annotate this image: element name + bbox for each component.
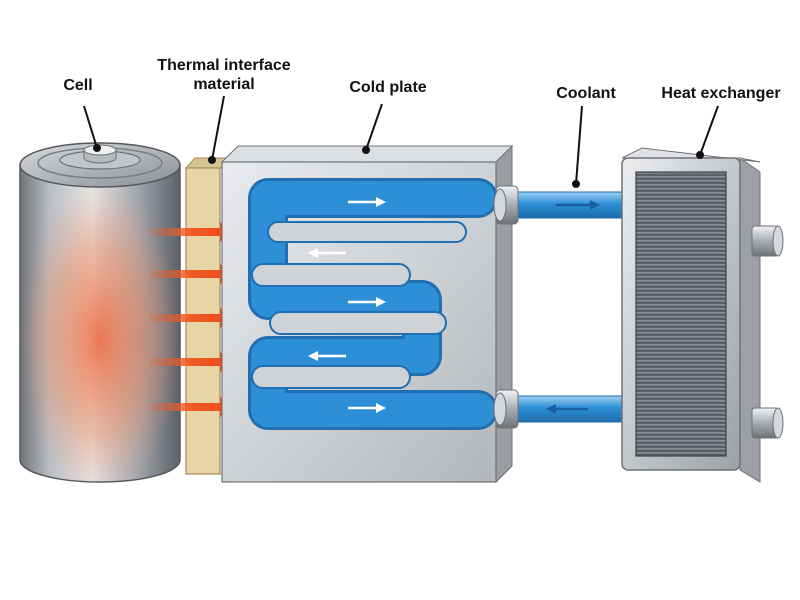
cold-plate-label: Cold plate <box>336 78 440 97</box>
cold-plate-label-text: Cold plate <box>349 79 427 96</box>
heat-exchanger-label-text: Heat exchanger <box>661 85 781 102</box>
tim-label: Thermal interface material <box>148 56 300 94</box>
cell-leader <box>83 105 98 149</box>
coolant-label: Coolant <box>546 84 626 103</box>
flow-arrow-icon <box>348 403 386 413</box>
flow-arrow-icon <box>348 197 386 207</box>
flow-arrow-icon <box>308 351 346 361</box>
cell-label-text: Cell <box>63 77 93 94</box>
leader-lines <box>83 95 719 188</box>
cold-plate <box>220 144 514 484</box>
heat-exchanger-leader <box>699 105 719 156</box>
flow-arrow-icon <box>556 200 600 210</box>
radiator-icon <box>635 171 727 457</box>
flow-arrow-icon <box>308 248 346 258</box>
flow-arrow-icon <box>348 297 386 307</box>
cell-label: Cell <box>56 76 100 95</box>
coolant-pipes <box>493 185 629 429</box>
coolant-leader <box>575 105 583 185</box>
flow-arrow-icon <box>546 404 588 414</box>
tim-label-line2: material <box>193 76 255 93</box>
tim-leader <box>211 95 225 161</box>
heat-exchanger-label: Heat exchanger <box>656 84 786 103</box>
heat-exchanger <box>621 147 784 483</box>
coolant-label-text: Coolant <box>556 85 616 102</box>
battery-cell <box>19 142 181 483</box>
tim-label-line1: Thermal interface <box>157 57 291 74</box>
cold-plate-leader <box>365 103 383 151</box>
